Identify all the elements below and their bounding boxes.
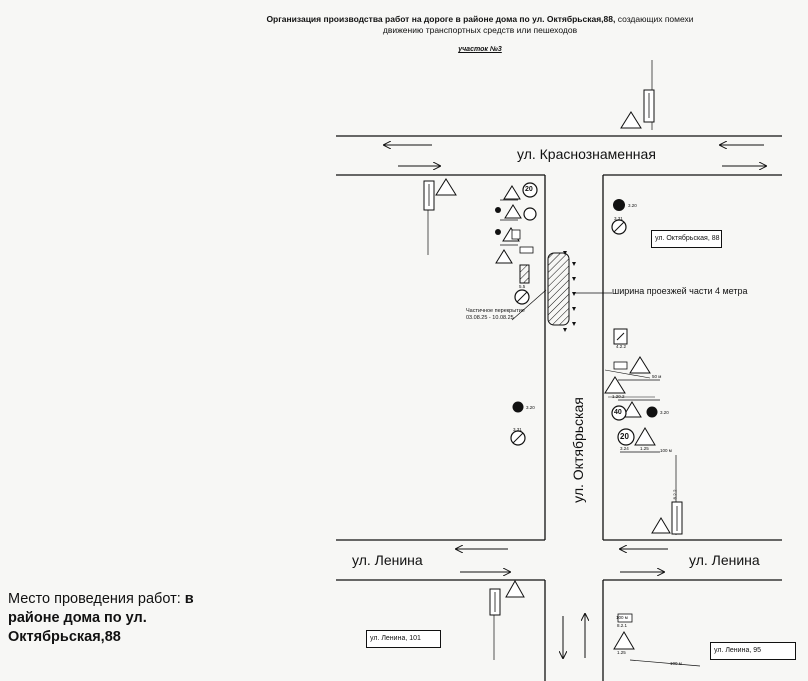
barrier-sign xyxy=(519,264,530,284)
closure-leader xyxy=(511,289,547,321)
section-label: участок №3 xyxy=(458,46,502,53)
title-bold: Организация производства работ на дороге… xyxy=(266,14,616,24)
closure-dates: 03.08.25 - 10.08.25 xyxy=(466,315,514,321)
sign-code-3-24: 3.24 xyxy=(620,446,629,451)
work-zone xyxy=(547,252,570,326)
building-okt88: ул. Октябрьская, 88 xyxy=(651,230,722,248)
speed-sign-20-top: 20 xyxy=(525,186,533,193)
sign-code-4-2-2: 4.2.2 xyxy=(616,344,627,349)
sign-code-1-25-b: 1.25 xyxy=(617,650,626,655)
roadway-width-note: ширина проезжей части 4 метра xyxy=(612,286,748,296)
plate-arrows xyxy=(428,93,678,612)
sign-code-3-31-b: 3.31 xyxy=(513,427,522,432)
street-oktyabrskaya: ул. Октябрьская xyxy=(570,397,586,503)
direction-plates xyxy=(423,89,683,616)
street-lenina-left: ул. Ленина xyxy=(352,552,423,568)
distance-100: 100 м xyxy=(660,448,672,453)
sign-code-3-20-b: 3.20 xyxy=(526,405,535,410)
building-lenina95: ул. Ленина, 95 xyxy=(710,642,796,660)
work-location-label: Место проведения работ: xyxy=(8,591,181,607)
diagram-title-line2: движению транспортных средств или пешехо… xyxy=(382,25,578,35)
traffic-arrows xyxy=(384,145,766,658)
sign-code-8-2-2: 8.2.2 xyxy=(672,489,678,500)
work-location-value: в районе дома по ул. Октябрьская,88 xyxy=(8,591,194,645)
speed-sign-40: 40 xyxy=(614,409,622,416)
warning-signs xyxy=(435,111,671,650)
speed-sign-20: 20 xyxy=(620,432,629,441)
overtake-signs xyxy=(495,199,658,418)
road-edges xyxy=(336,135,782,681)
sign-code-3-31-a: 3.31 xyxy=(614,216,623,221)
sign-code-1-25-a: 1.25 xyxy=(640,446,649,451)
street-lenina-right: ул. Ленина xyxy=(689,552,760,568)
sign-code-3-20-c: 3.20 xyxy=(660,410,669,415)
title-rest: создающих помехи xyxy=(617,14,694,24)
sign-code-5-5: 5.5 xyxy=(519,284,526,289)
distance-100-bottom: 100 м xyxy=(670,661,682,666)
sign-code-1-20-2: 1.20.2 xyxy=(612,394,625,399)
sign-plate-100: 100 м xyxy=(616,615,628,620)
diagram-title: Организация производства работ на дороге… xyxy=(240,14,720,24)
sign-code-3-20-a: 3.20 xyxy=(628,203,637,208)
closure-title: Частичное перекрытие xyxy=(466,308,525,314)
distance-lines xyxy=(604,369,655,398)
building-lenina101: ул. Ленина, 101 xyxy=(366,630,441,648)
street-krasnoznamennaya: ул. Краснознаменная xyxy=(517,146,656,162)
distance-50: 50 м xyxy=(652,374,662,379)
cancel-lines xyxy=(512,221,625,444)
sign-code-8-2-1: 8.2.1 xyxy=(617,623,628,628)
work-location: Место проведения работ: в районе дома по… xyxy=(8,590,208,647)
